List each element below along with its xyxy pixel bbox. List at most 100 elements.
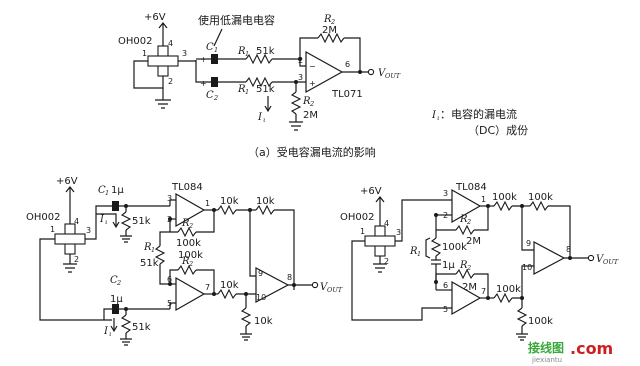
- r2-feedback-value-a: 2M: [322, 25, 337, 36]
- r2-ground-sub-a: 2: [309, 100, 314, 108]
- c2-in-wire-a: [195, 61, 211, 83]
- sensor-label-a: OH002: [118, 36, 152, 47]
- ground-symbol-l4: [240, 326, 252, 341]
- sensor-pin2-r: 2: [384, 257, 389, 266]
- r1-upper-label-a: R: [237, 46, 246, 57]
- opamp-b-r: [451, 280, 482, 316]
- amp-a-pin1-r: 1: [481, 195, 486, 204]
- hall-sensor-r: [364, 225, 396, 257]
- out2-value-l: 10k: [220, 280, 239, 291]
- sensor-pin4-l: 4: [74, 217, 79, 226]
- r2a-sub-r: 2: [466, 218, 471, 226]
- il1-label-l: I: [99, 214, 105, 225]
- r2b-sub-r: 2: [466, 264, 471, 272]
- sensor-pin3-a: 3: [182, 49, 187, 58]
- r2b-wire-right-r: [474, 273, 489, 298]
- gnd-value-l: 10k: [254, 316, 273, 327]
- r1-upper-value-a: 51k: [256, 46, 275, 57]
- node-out-a: [358, 70, 362, 74]
- r1-label-r: R: [409, 246, 418, 257]
- il2-arrow-head-l: [110, 325, 118, 333]
- ground-symbol-r2: [516, 326, 528, 341]
- cap-value-r: 1μ: [442, 260, 455, 271]
- hall-sensor-a: [147, 45, 179, 77]
- r2a-label-l: R: [181, 218, 190, 229]
- feedback-wire-right-a: [344, 37, 361, 72]
- resistor-r1-r: [430, 237, 442, 257]
- out2-wire-r: [512, 265, 534, 299]
- vout-label-l: V: [320, 282, 329, 293]
- resistor-r2b-l: [177, 264, 197, 276]
- opamp-tl071: [305, 50, 344, 94]
- sensor-pin3-wire-r: [395, 199, 430, 242]
- resistor-out1b-l: [255, 204, 275, 216]
- sensor-pin1-l: 1: [50, 225, 55, 234]
- watermark-text1: 接线图: [528, 340, 564, 355]
- supply-arrow-a: [158, 22, 168, 29]
- c1-sub-a: 1: [214, 46, 218, 54]
- opamp-minus-a: −: [309, 62, 316, 71]
- circuit-a: +6V OH002 1 4 3 2 使用低漏电电容 C 1 + + C 2: [118, 12, 528, 159]
- resistor-r2a-l: [177, 226, 197, 238]
- c2-in-wire-l: [103, 308, 112, 320]
- resistor-out1a-l: [217, 204, 237, 216]
- opamp-a-l: [175, 192, 206, 228]
- node-c-out-r: [568, 256, 572, 260]
- r1-lower-value-a: 51k: [256, 84, 275, 95]
- r2b-sub-l: 2: [188, 260, 193, 268]
- r2a-value-r: 2M: [466, 236, 481, 247]
- resistor-gnd-l: [240, 307, 252, 327]
- vout-sub-r: OUT: [603, 258, 619, 266]
- supply-arrow-r: [375, 196, 385, 203]
- watermark-text2: .com: [570, 339, 613, 358]
- il-label-a: I: [257, 112, 263, 123]
- r2b-wire-right-l: [196, 269, 215, 294]
- c2-plus-a: +: [200, 79, 207, 88]
- il-sub-a: ι: [263, 116, 266, 124]
- node-c-out-l: [292, 283, 296, 287]
- il2-sub-l: ι: [109, 330, 112, 338]
- sensor-label-l: OH002: [26, 212, 60, 223]
- sensor-pin3-wire-l: [85, 205, 112, 240]
- il1-sub-l: ι: [105, 218, 108, 226]
- opamp-name-a: TL071: [331, 89, 363, 100]
- amp-c-pin8-r: 8: [566, 245, 571, 254]
- fb-c-wire2-r: [548, 205, 571, 258]
- r1-sub-l: 1: [151, 246, 155, 254]
- r2a-value-l: 100k: [176, 238, 201, 249]
- resistor-out1a-r: [493, 200, 513, 212]
- out1a-wire-l: [236, 209, 256, 277]
- caption-a: （a）受电容漏电流的影响: [248, 145, 376, 159]
- opamp-b-l: [175, 276, 206, 312]
- r2-feedback-sub-a: 2: [330, 18, 335, 26]
- fb-c-wire2-l: [274, 209, 295, 290]
- resistor-out2-l: [217, 288, 237, 300]
- resistor-r2-feedback-a: [317, 32, 345, 44]
- resistor-gnd-r: [516, 307, 528, 327]
- output-terminal-l: [311, 281, 319, 289]
- legend-symbol: I: [431, 110, 437, 121]
- resistor-bias2-l: [120, 314, 132, 334]
- ground-symbol-a1: [155, 99, 171, 109]
- node-amp-a-out-l: [212, 208, 216, 212]
- sensor-pin1-r: 1: [360, 227, 365, 236]
- legend-line1: ：电容的漏电流: [440, 107, 517, 121]
- amp-a-in-pos-l: [169, 199, 176, 206]
- vout-sub-a: OUT: [385, 72, 401, 80]
- r2b-value-r: 2M: [462, 282, 477, 293]
- sensor-loop-wire-a: [133, 60, 164, 89]
- circuit-left: +6V OH002 1 4 3 2 C 1 1μ I ι 51k C 2: [26, 176, 343, 346]
- c2-sub-a: 2: [213, 94, 218, 102]
- opamp-pin6-a: 6: [345, 60, 350, 69]
- resistor-r2a-r: [455, 224, 475, 236]
- resistor-out1b-r: [529, 200, 549, 212]
- sensor-out-wire-a: [178, 60, 197, 62]
- c2-label-l: C: [110, 275, 118, 286]
- amp-c-pin9-l: 9: [258, 269, 263, 278]
- c1-label-a: C: [206, 42, 214, 53]
- node-amp-b-out-l: [212, 292, 216, 296]
- opamp-pin3-a: 3: [298, 73, 303, 82]
- sensor-pin1-wire-r: [351, 240, 430, 321]
- r1-upper-to-amp-a: [272, 58, 306, 67]
